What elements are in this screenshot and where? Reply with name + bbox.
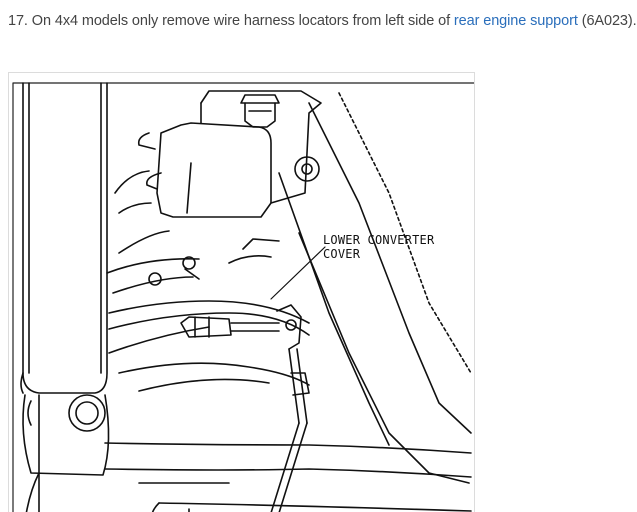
rear-engine-support-link[interactable]: rear engine support (453, 13, 578, 29)
engine-diagram-figure: LOWER CONVERTER COVER (8, 72, 475, 512)
lower-converter-cover-callout: LOWER CONVERTER COVER (323, 233, 434, 261)
callout-line-1: LOWER CONVERTER (323, 233, 435, 247)
step-text-before: 17. On 4x4 models only remove wire harne… (8, 13, 454, 29)
step-text-after: (6A023). (577, 13, 637, 29)
callout-line-2: COVER (323, 247, 361, 261)
step-instruction: 17. On 4x4 models only remove wire harne… (8, 13, 637, 29)
engine-diagram-illustration (12, 82, 474, 512)
